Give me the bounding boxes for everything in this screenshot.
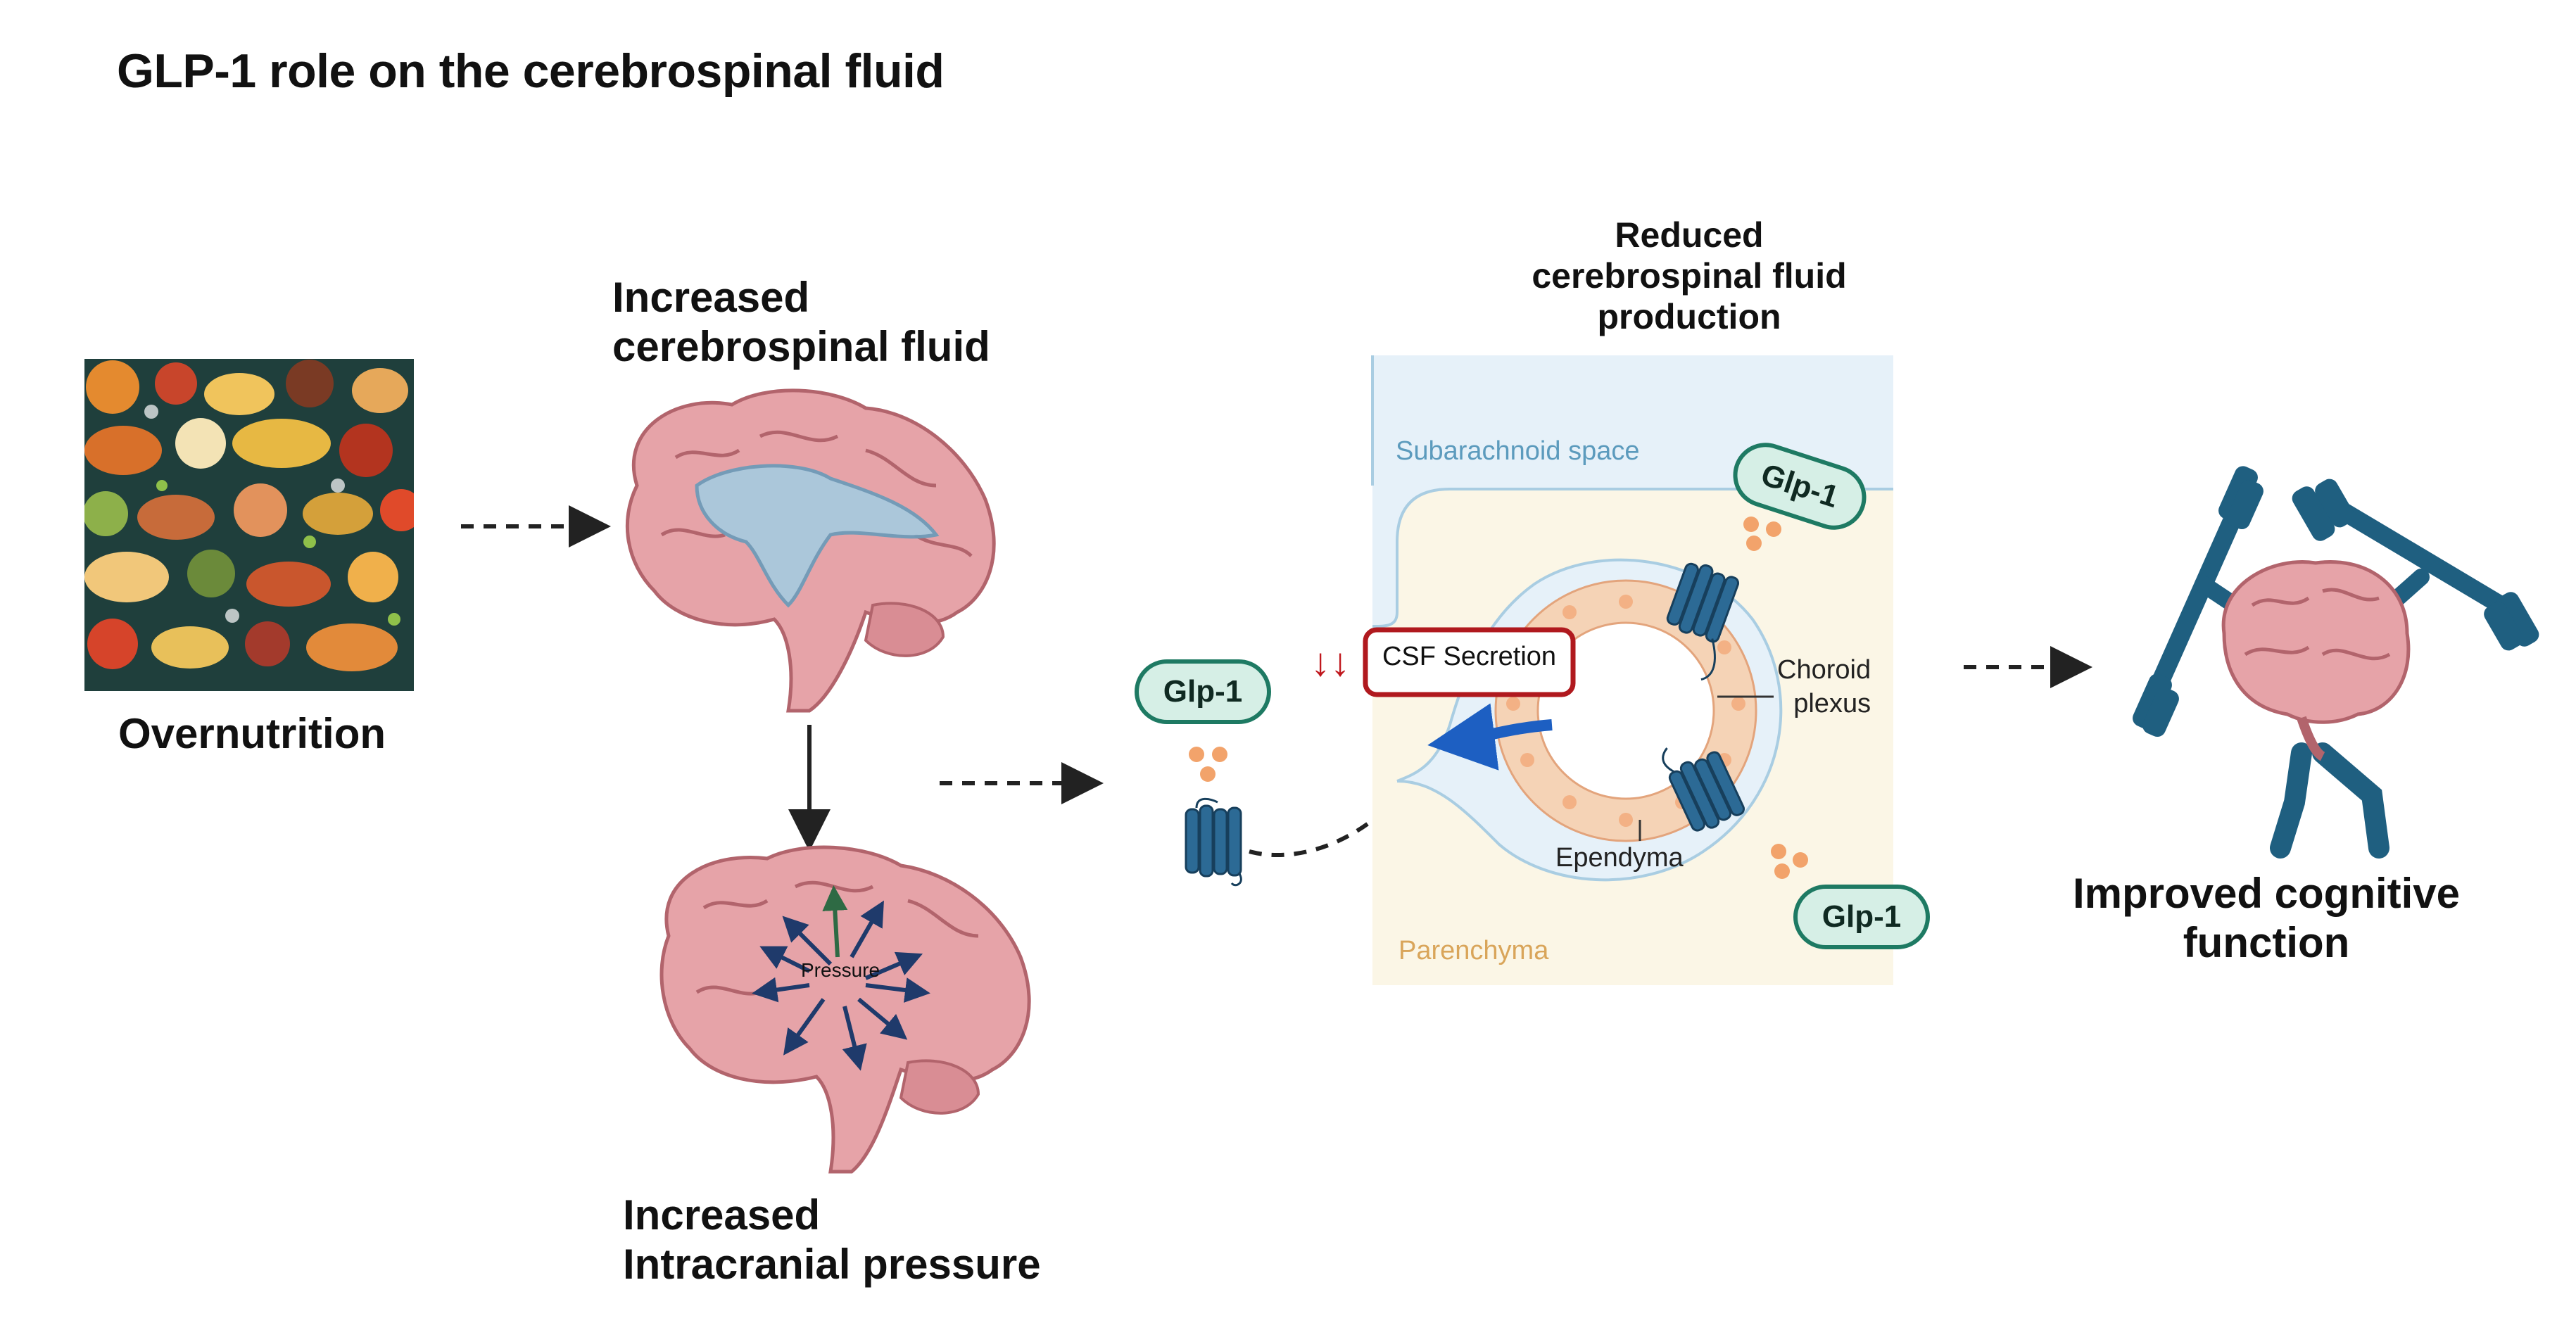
improved-cognitive-heading: Improved cognitive function [2072, 870, 2461, 966]
figure-title: GLP-1 role on the cerebrospinal fluid [117, 44, 945, 98]
reduced-csf-heading: Reduced cerebrospinal fluid production [1532, 215, 1847, 336]
brain-icon [2195, 560, 2430, 859]
parenchyma-label: Parenchyma [1399, 936, 1549, 965]
overnutrition-label: Overnutrition [118, 710, 386, 757]
receptor-icon [1662, 747, 1745, 832]
ependyma-label: Ependyma [1555, 843, 1684, 873]
brain-icon [659, 845, 1031, 1174]
receptor-icon [1185, 797, 1242, 887]
brain-icon [625, 388, 996, 713]
increased-icp-heading: Increased Intracranial pressure [623, 1191, 1041, 1288]
glp1-badge-left: Glp-1 [1135, 659, 1271, 724]
csf-secretion-label: CSF Secretion [1382, 642, 1557, 671]
decrease-arrows: ↓↓ [1311, 640, 1350, 684]
pressure-label: Pressure [801, 959, 880, 981]
glp1-badge-bottom: Glp-1 [1793, 885, 1930, 949]
subarachnoid-space-label: Subarachnoid space [1396, 436, 1640, 466]
increased-csf-heading: Increased cerebrospinal fluid [612, 274, 990, 370]
dumbbell-icon [2133, 466, 2539, 737]
receptor-icon [1666, 562, 1740, 681]
choroid-plexus-label: Choroid plexus [1777, 655, 1871, 718]
